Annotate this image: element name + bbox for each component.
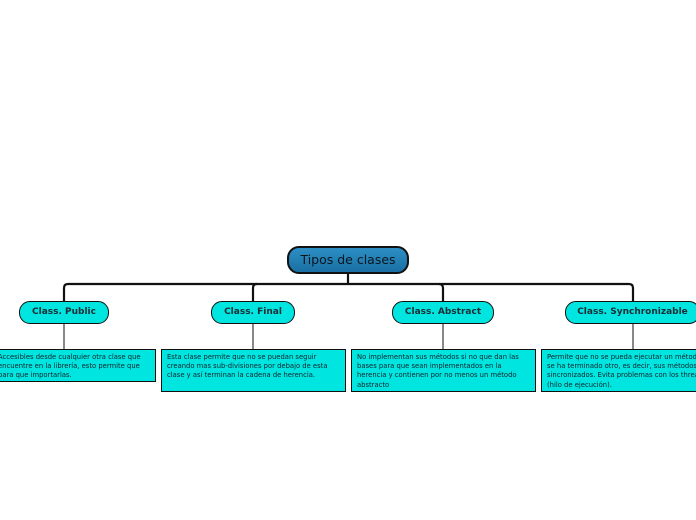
branch-bar [62,282,635,301]
branch-node-synchronizable[interactable]: Class. Synchronizable [565,301,696,324]
branch-drop-abstract [438,282,445,301]
branch-node-final[interactable]: Class. Final [211,301,295,324]
branch-node-abstract[interactable]: Class. Abstract [392,301,494,324]
description-public: Accesibles desde cualquier otra clase qu… [0,349,156,382]
branch-node-public[interactable]: Class. Public [19,301,109,324]
description-synchronizable: Permite que no se pueda ejecutar un méto… [541,349,696,392]
root-node[interactable]: Tipos de clases [287,246,409,274]
description-final: Esta clase permite que no se puedan segu… [161,349,346,392]
branch-drop-final [251,282,258,301]
description-abstract: No implementan sus métodos si no que dan… [351,349,536,392]
